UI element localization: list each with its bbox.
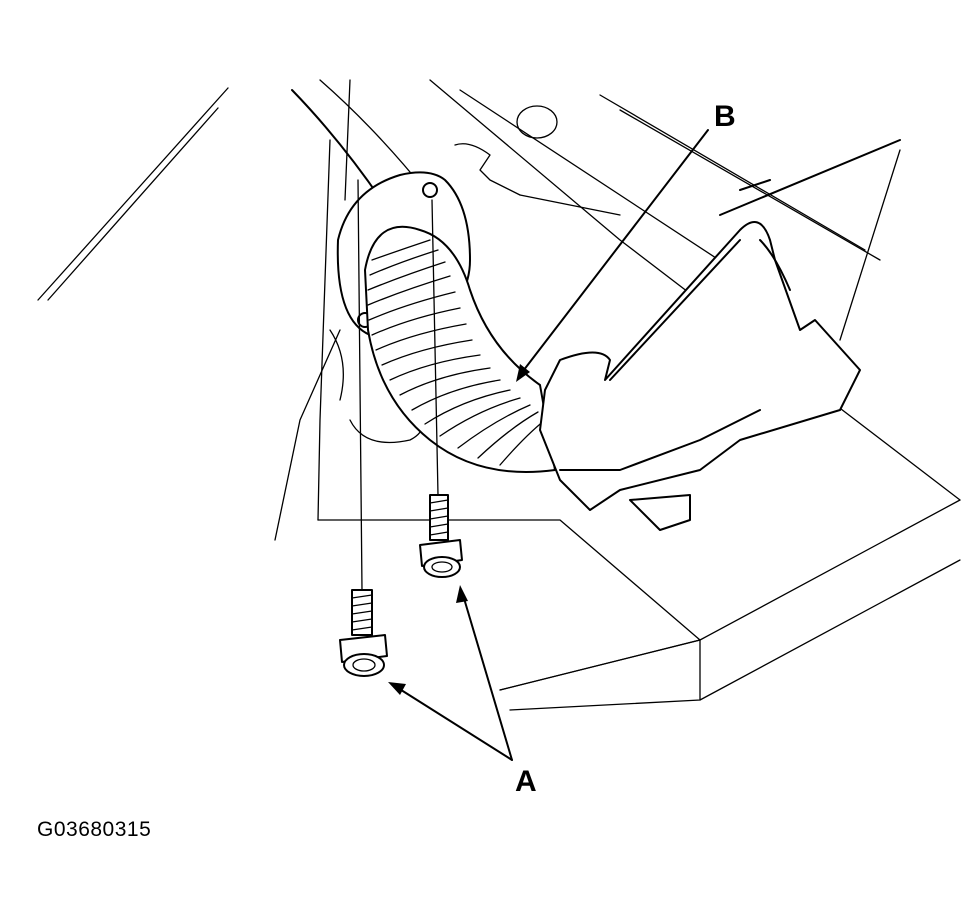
corrugated-hose [364, 225, 556, 473]
body-panel-outline [37, 79, 961, 711]
figure-code: G03680315 [37, 818, 152, 841]
callout-b: B [714, 100, 736, 133]
bolt-lower [339, 179, 388, 677]
leader-a [388, 585, 513, 761]
bolt-upper [419, 199, 463, 578]
callout-a: A [515, 765, 537, 798]
leader-b [516, 129, 709, 382]
intake-duct [539, 139, 901, 531]
